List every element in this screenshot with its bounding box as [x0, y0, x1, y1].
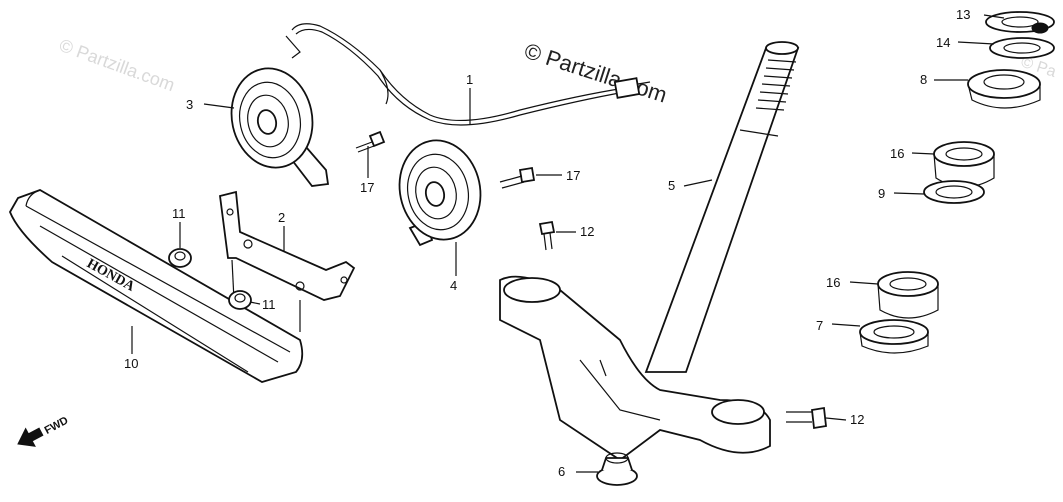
bearing-part-lower — [877, 271, 939, 319]
callout-7: 7 — [816, 318, 823, 333]
bolt-part-upper — [355, 130, 386, 153]
horn-left-part — [230, 67, 330, 187]
callout-4: 4 — [450, 278, 457, 293]
callout-17-right: 17 — [566, 168, 580, 183]
callout-11-lower: 11 — [262, 297, 276, 312]
wire-harness-part — [285, 23, 651, 126]
bolt-part-12-upper — [538, 220, 556, 251]
steering-stem-part — [499, 41, 800, 462]
nut-part-upper — [168, 248, 192, 268]
horn-center-part — [398, 139, 482, 247]
callout-16-lower: 16 — [826, 275, 840, 290]
front-cover-part: HONDA — [9, 189, 304, 383]
callout-8: 8 — [920, 72, 927, 87]
forward-direction-indicator: FWD — [17, 415, 71, 447]
callout-10: 10 — [124, 356, 138, 371]
adjusting-nut-part — [967, 69, 1041, 109]
callout-16-upper: 16 — [890, 146, 904, 161]
callout-17-left: 17 — [360, 180, 374, 195]
callout-13: 13 — [956, 7, 970, 22]
bolt-part-12-lower — [786, 406, 827, 430]
callout-5: 5 — [668, 178, 675, 193]
nut-part-lower — [228, 290, 252, 310]
horn-bracket-part — [219, 190, 356, 332]
bolt-part-lower — [499, 166, 536, 189]
cap-part — [596, 452, 638, 486]
seal-part-upper — [923, 180, 985, 204]
callout-1: 1 — [466, 72, 473, 87]
callout-11-upper: 11 — [172, 206, 186, 221]
callout-6: 6 — [558, 464, 565, 479]
seal-part-lower — [859, 319, 929, 354]
callout-2: 2 — [278, 210, 285, 225]
callout-3: 3 — [186, 97, 193, 112]
forward-direction-label: FWD — [43, 415, 71, 437]
bearing-part-upper — [933, 141, 995, 188]
locknut-part — [985, 11, 1055, 34]
callout-12-lower: 12 — [850, 412, 864, 427]
callout-12-upper: 12 — [580, 224, 594, 239]
leader-lines — [131, 14, 1005, 473]
lock-washer-part — [989, 37, 1055, 59]
callout-14: 14 — [936, 35, 950, 50]
callout-9: 9 — [878, 186, 885, 201]
watermark-left: © Partzilla.com — [57, 35, 178, 95]
